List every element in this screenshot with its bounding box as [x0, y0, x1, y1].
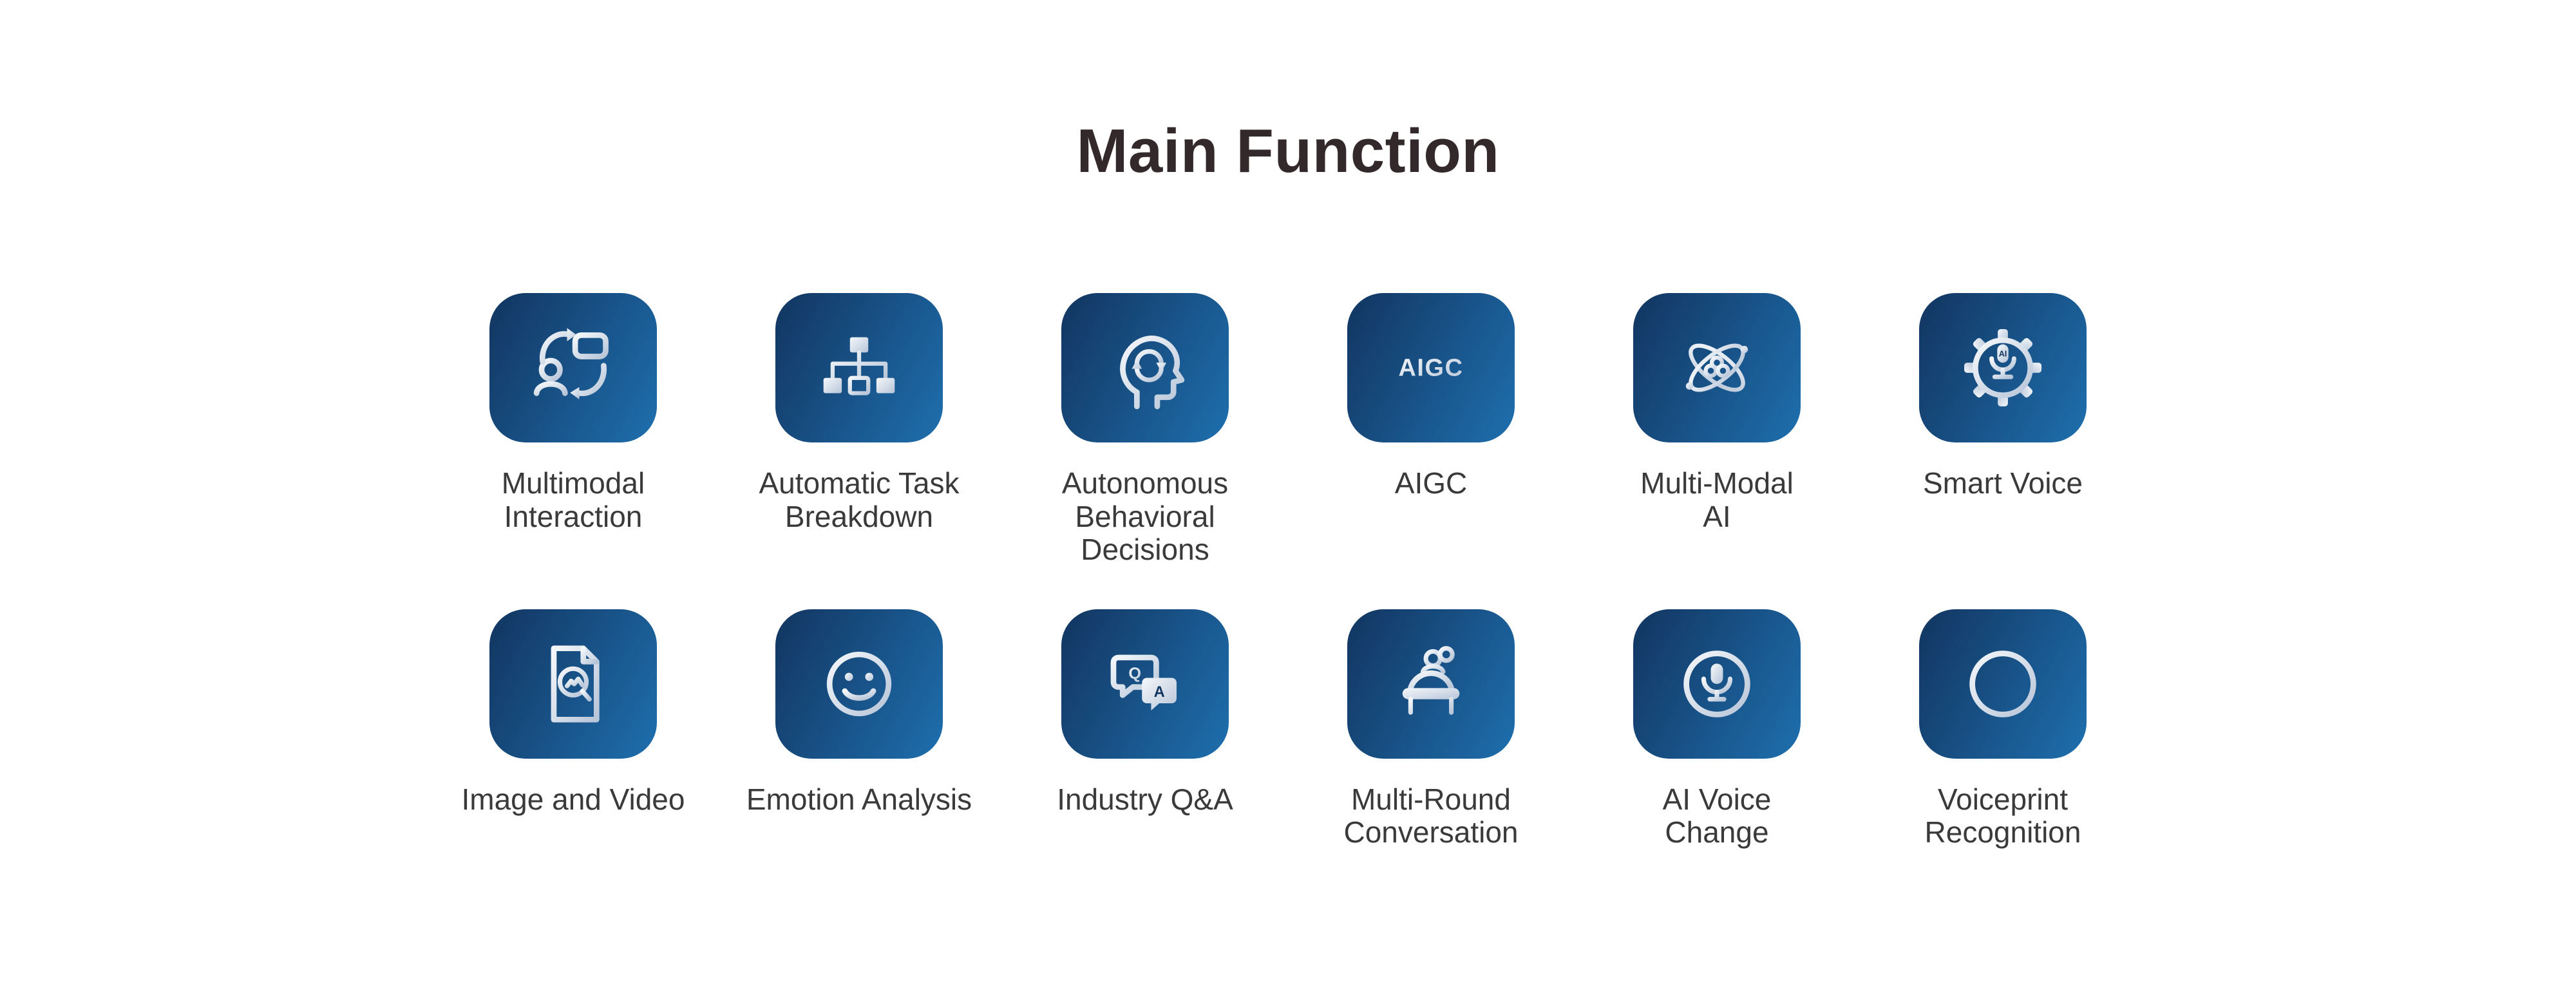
feature-label: AIGC [1394, 466, 1468, 500]
tile-ai-voice-change [1633, 609, 1801, 759]
feature-card-multimodal-interaction: Multimodal Interaction [430, 293, 716, 567]
feature-card-automatic-task-breakdown: Automatic Task Breakdown [716, 293, 1002, 567]
tile-smart-voice: AI [1919, 293, 2087, 442]
tile-automatic-task-breakdown [775, 293, 943, 442]
feature-card-image-and-video: Image and Video [430, 609, 716, 849]
feature-card-aigc: AIGC AIGC [1288, 293, 1574, 567]
industry-qa-chat-bubbles-icon: Q A [1110, 654, 1177, 710]
feature-card-industry-qa: Q A Industry Q&A [1002, 609, 1288, 849]
feature-label: Image and Video [461, 782, 685, 816]
feature-card-voiceprint-recognition: Voiceprint Recognition [1860, 609, 2146, 849]
multi-modal-ai-atom-icon [1685, 343, 1748, 392]
feature-row-2: Image and Video Emotion Analysis [430, 609, 2146, 849]
feature-label: Automatic Task Breakdown [759, 466, 960, 533]
tile-emotion-analysis [775, 609, 943, 759]
feature-grid: Multimodal Interaction Automatic Task Br… [430, 293, 2146, 849]
tile-multi-round-conversation [1347, 609, 1515, 759]
tile-multimodal-interaction [489, 293, 657, 442]
tile-voiceprint-recognition [1919, 609, 2087, 759]
feature-label: Multimodal Interaction [501, 466, 645, 533]
industry-qa-q-letter: Q [1128, 665, 1141, 683]
tile-industry-qa: Q A [1061, 609, 1229, 759]
industry-qa-a-letter: A [1154, 683, 1165, 700]
feature-label: Voiceprint Recognition [1924, 782, 2081, 849]
feature-card-smart-voice: AI Smart Voice [1860, 293, 2146, 567]
aigc-text-icon: AIGC [1398, 355, 1463, 382]
aigc-icon-text: AIGC [1398, 355, 1463, 382]
feature-label: Emotion Analysis [746, 782, 972, 816]
feature-label: Smart Voice [1923, 466, 2083, 500]
feature-label: Industry Q&A [1057, 782, 1233, 816]
smart-voice-ai-text: AI [1999, 350, 2007, 359]
multimodal-interaction-icon [533, 328, 609, 399]
feature-card-multi-modal-ai: Multi-Modal AI [1574, 293, 1860, 567]
emotion-analysis-smiley-icon [826, 651, 892, 716]
image-and-video-icon [551, 645, 600, 723]
ai-voice-change-mic-icon [1683, 650, 1750, 717]
feature-label: Multi-Round Conversation [1343, 782, 1519, 849]
tile-aigc: AIGC [1347, 293, 1515, 442]
feature-card-emotion-analysis: Emotion Analysis [716, 609, 1002, 849]
tile-image-and-video [489, 609, 657, 759]
automatic-task-breakdown-icon [823, 337, 895, 395]
autonomous-behavioral-decisions-icon [1120, 336, 1185, 410]
tile-multi-modal-ai [1633, 293, 1801, 442]
feature-label: Multi-Modal AI [1640, 466, 1794, 533]
feature-label: AI Voice Change [1662, 782, 1772, 849]
multi-round-conversation-icon [1402, 645, 1460, 715]
smart-voice-gear-mic-icon: AI [1964, 328, 2042, 407]
voiceprint-recognition-wave-icon [1969, 650, 2036, 717]
feature-card-multi-round-conversation: Multi-Round Conversation [1288, 609, 1574, 849]
feature-row-1: Multimodal Interaction Automatic Task Br… [430, 293, 2146, 567]
tile-autonomous-behavioral-decisions [1061, 293, 1229, 442]
feature-card-ai-voice-change: AI Voice Change [1574, 609, 1860, 849]
page-title: Main Function [1076, 117, 1500, 185]
feature-label: Autonomous Behavioral Decisions [1061, 466, 1229, 567]
feature-card-autonomous-behavioral-decisions: Autonomous Behavioral Decisions [1002, 293, 1288, 567]
